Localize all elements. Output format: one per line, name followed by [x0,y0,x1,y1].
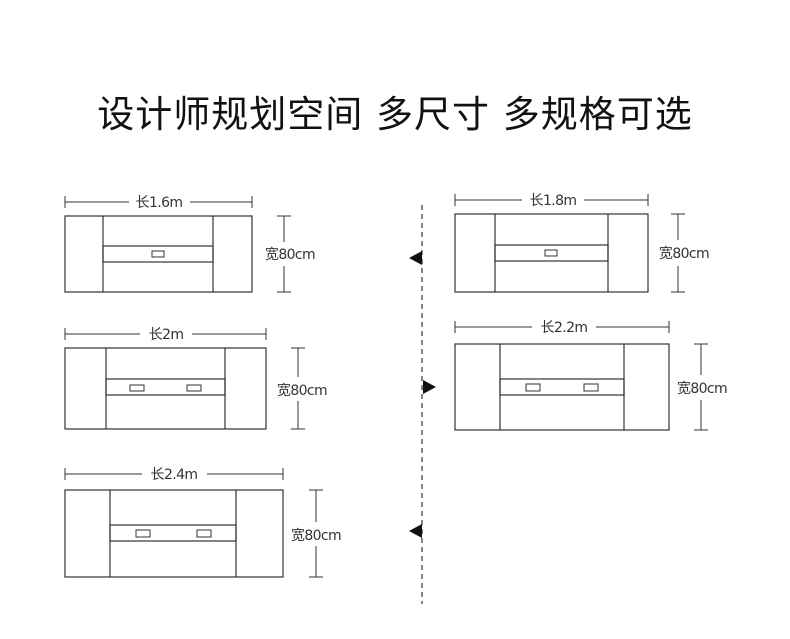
length-label: 长2.4m [151,467,198,483]
drawer-handle [186,384,202,392]
left-arrow-icon [409,251,422,265]
width-label: 宽80cm [277,382,327,399]
desk-2-4m: 长2.4m 宽80cm [64,467,342,578]
page-title: 设计师规划空间 多尺寸 多规格可选 [97,93,693,136]
drawer-handle [135,529,151,538]
drawer-handle [525,383,541,392]
left-arrow-icon [409,524,422,538]
width-label: 宽80cm [265,246,315,263]
desk-2-2m: 长2.2m 宽80cm [454,320,728,431]
width-label: 宽80cm [291,527,341,544]
width-label: 宽80cm [677,380,727,397]
right-arrow-icon [423,380,436,394]
desk-1-6m: 长1.6m 宽80cm [64,195,316,293]
length-label: 长2m [149,327,184,343]
drawer-handle [544,249,558,257]
drawer-handle [196,529,212,538]
desk-2m: 长2m 宽80cm [64,327,328,430]
length-label: 长2.2m [541,320,588,336]
drawer-handle [151,250,165,258]
drawer-handle [583,383,599,392]
length-label: 长1.6m [136,195,183,211]
desk-1-8m: 长1.8m 宽80cm [454,193,710,293]
width-label: 宽80cm [659,245,709,262]
length-label: 长1.8m [530,193,577,209]
drawer-handle [129,384,145,392]
